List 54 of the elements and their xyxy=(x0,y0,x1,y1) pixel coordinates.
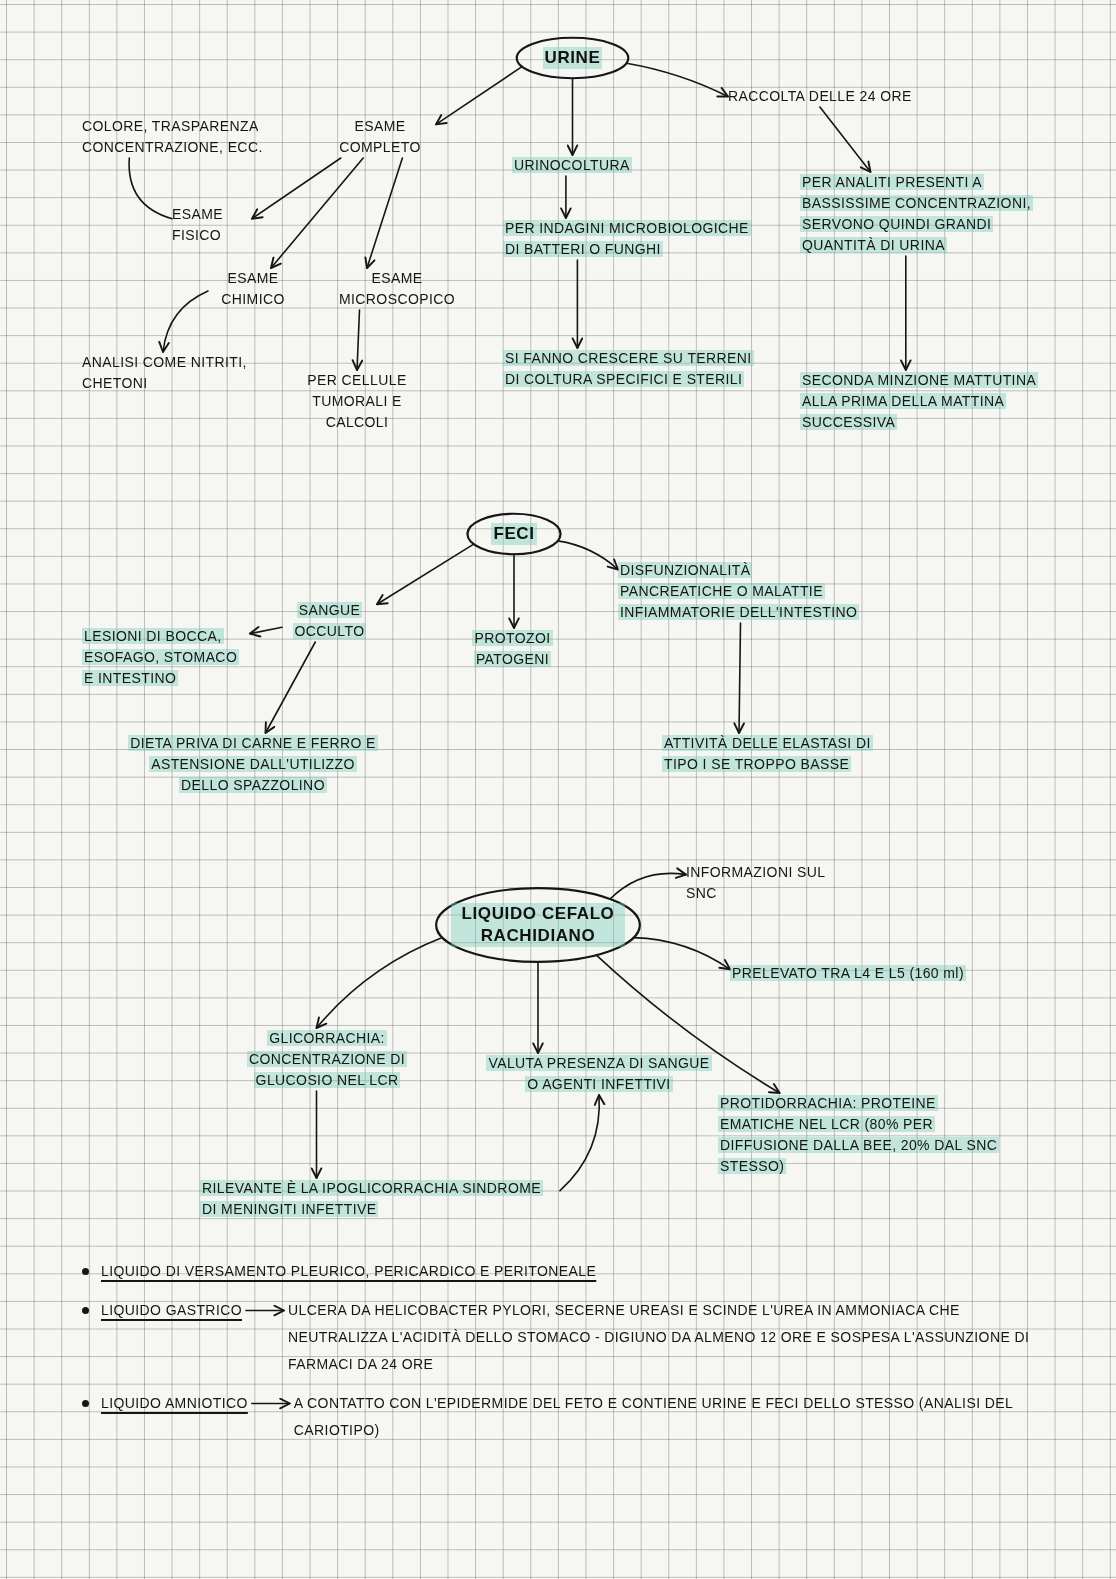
arrow xyxy=(532,961,544,1054)
arrow xyxy=(435,65,523,126)
note-text: ESAME CHIMICO xyxy=(208,268,298,310)
note-text: ULCERA DA HELICOBACTER PYLORI, SECERNE UREASI E SCINDE L'UREA IN AMMONIACA CHE NEUTRALIZZA L'ACIDITÀ DELLO STOMACO - DIGIUNO DA ALMENO 12 ORE E SOSPESA L'ASSUNZIONE DI FARMACI DA 24 ORE xyxy=(288,1297,1043,1378)
note-text: INFORMAZIONI SUL SNC xyxy=(686,862,836,904)
note-text: PER INDAGINI MICROBIOLOGICHE DI BATTERI O FUNGHI xyxy=(503,218,751,260)
topic-ellipse xyxy=(466,512,562,556)
note-text: PRELEVATO TRA L4 E L5 (160 ml) xyxy=(730,963,966,984)
curved-arrow xyxy=(625,62,729,98)
note-text: PROTIDORRACHIA: PROTEINE EMATICHE NEL LCR (80% PER DIFFUSIONE DALLA BEE, 20% DAL SNC STESSO) xyxy=(718,1093,998,1177)
topic-title: URINE xyxy=(542,47,603,69)
note-text: ESAME COMPLETO xyxy=(324,116,436,158)
arrow xyxy=(251,1397,291,1410)
arrow xyxy=(819,106,872,173)
arrow xyxy=(264,641,317,734)
note-text: ANALISI COME NITRITI, CHETONI xyxy=(82,352,262,394)
note-text: SECONDA MINZIONE MATTUTINA ALLA PRIMA DELLA MATTINA SUCCESSIVA xyxy=(800,370,1040,433)
curved-arrow xyxy=(609,867,687,900)
arrow xyxy=(351,309,364,371)
curved-connector-line xyxy=(128,157,173,220)
arrow xyxy=(560,175,572,219)
note-text: COLORE, TRASPARENZA CONCENTRAZIONE, ECC. xyxy=(82,116,297,158)
topic-ellipse xyxy=(515,36,630,80)
curved-arrow xyxy=(315,936,444,1029)
curved-arrow xyxy=(559,1094,606,1192)
arrow xyxy=(571,259,584,349)
bullet-heading: LIQUIDO AMNIOTICO xyxy=(101,1390,248,1417)
bullet-heading: LIQUIDO DI VERSAMENTO PLEURICO, PERICARDICO E PERITONEALE xyxy=(101,1262,597,1281)
note-text: RACCOLTA DELLE 24 ORE xyxy=(728,86,912,107)
arrow xyxy=(508,553,520,629)
arrow xyxy=(245,1304,285,1317)
arrow xyxy=(249,626,283,638)
topic-ellipse xyxy=(433,885,643,965)
arrow xyxy=(900,255,912,371)
arrow xyxy=(251,157,342,220)
note-text: DIETA PRIVA DI CARNE E FERRO E ASTENSIONE DALL'UTILIZZO DELLO SPAZZOLINO xyxy=(128,733,378,796)
bullet-heading: LIQUIDO GASTRICO xyxy=(101,1297,242,1324)
arrow xyxy=(270,157,364,269)
arrow xyxy=(310,1090,323,1179)
note-text: PER CELLULE TUMORALI E CALCOLI xyxy=(292,370,422,433)
note-text: VALUTA PRESENZA DI SANGUE O AGENTI INFETTIVI xyxy=(485,1053,713,1095)
arrow xyxy=(376,543,475,606)
curved-arrow xyxy=(595,954,781,1094)
note-text: URINOCOLTURA xyxy=(512,155,632,176)
topic-title: LIQUIDO CEFALO RACHIDIANO xyxy=(451,903,625,947)
curved-arrow xyxy=(632,936,731,971)
topic-title: FECI xyxy=(491,523,537,545)
arrow xyxy=(733,622,745,734)
note-text: PER ANALITI PRESENTI A BASSISSIME CONCENTRAZIONI, SERVONO QUINDI GRANDI QUANTITÀ DI URINA xyxy=(800,172,1035,256)
arrow xyxy=(566,77,579,156)
note-text: ESAME FISICO xyxy=(172,204,252,246)
note-text: ESAME MICROSCOPICO xyxy=(322,268,472,310)
note-text: A CONTATTO CON L'EPIDERMIDE DEL FETO E CONTIENE URINE E FECI DELLO STESSO (ANALISI DEL CARIOTIPO) xyxy=(293,1390,1043,1444)
curved-arrow xyxy=(557,540,619,571)
